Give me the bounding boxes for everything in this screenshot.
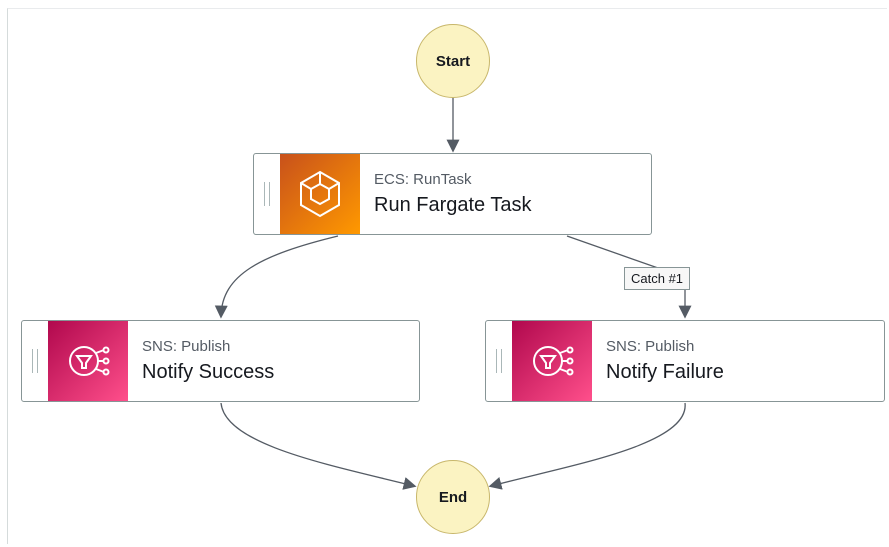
edge-notify-success-to-end xyxy=(220,402,417,490)
end-node[interactable]: End xyxy=(416,460,490,534)
state-name: Notify Failure xyxy=(606,361,724,383)
drag-handle[interactable] xyxy=(486,321,512,401)
run-fargate-task-state[interactable]: ECS: RunTask Run Fargate Task xyxy=(253,153,652,235)
edge-run-task-to-catch xyxy=(566,235,659,269)
notify-success-state[interactable]: SNS: Publish Notify Success xyxy=(21,320,420,402)
state-name: Notify Success xyxy=(142,361,275,383)
workflow-canvas xyxy=(7,8,887,544)
edge-run-task-to-notify-success xyxy=(214,235,339,319)
state-type: ECS: RunTask xyxy=(374,171,472,188)
start-label: Start xyxy=(435,52,471,70)
sns-icon xyxy=(512,321,592,401)
end-label: End xyxy=(438,488,468,506)
drag-handle[interactable] xyxy=(254,154,280,234)
state-type: SNS: Publish xyxy=(142,338,231,355)
catch-label[interactable]: Catch #1 xyxy=(624,267,691,290)
sns-icon xyxy=(48,321,128,401)
start-node[interactable]: Start xyxy=(416,24,490,98)
ecs-icon xyxy=(280,154,360,234)
edge-notify-failure-to-end xyxy=(488,402,686,490)
notify-failure-state[interactable]: SNS: Publish Notify Failure xyxy=(485,320,885,402)
state-name: Run Fargate Task xyxy=(374,194,532,216)
state-type: SNS: Publish xyxy=(606,338,695,355)
drag-handle[interactable] xyxy=(22,321,48,401)
